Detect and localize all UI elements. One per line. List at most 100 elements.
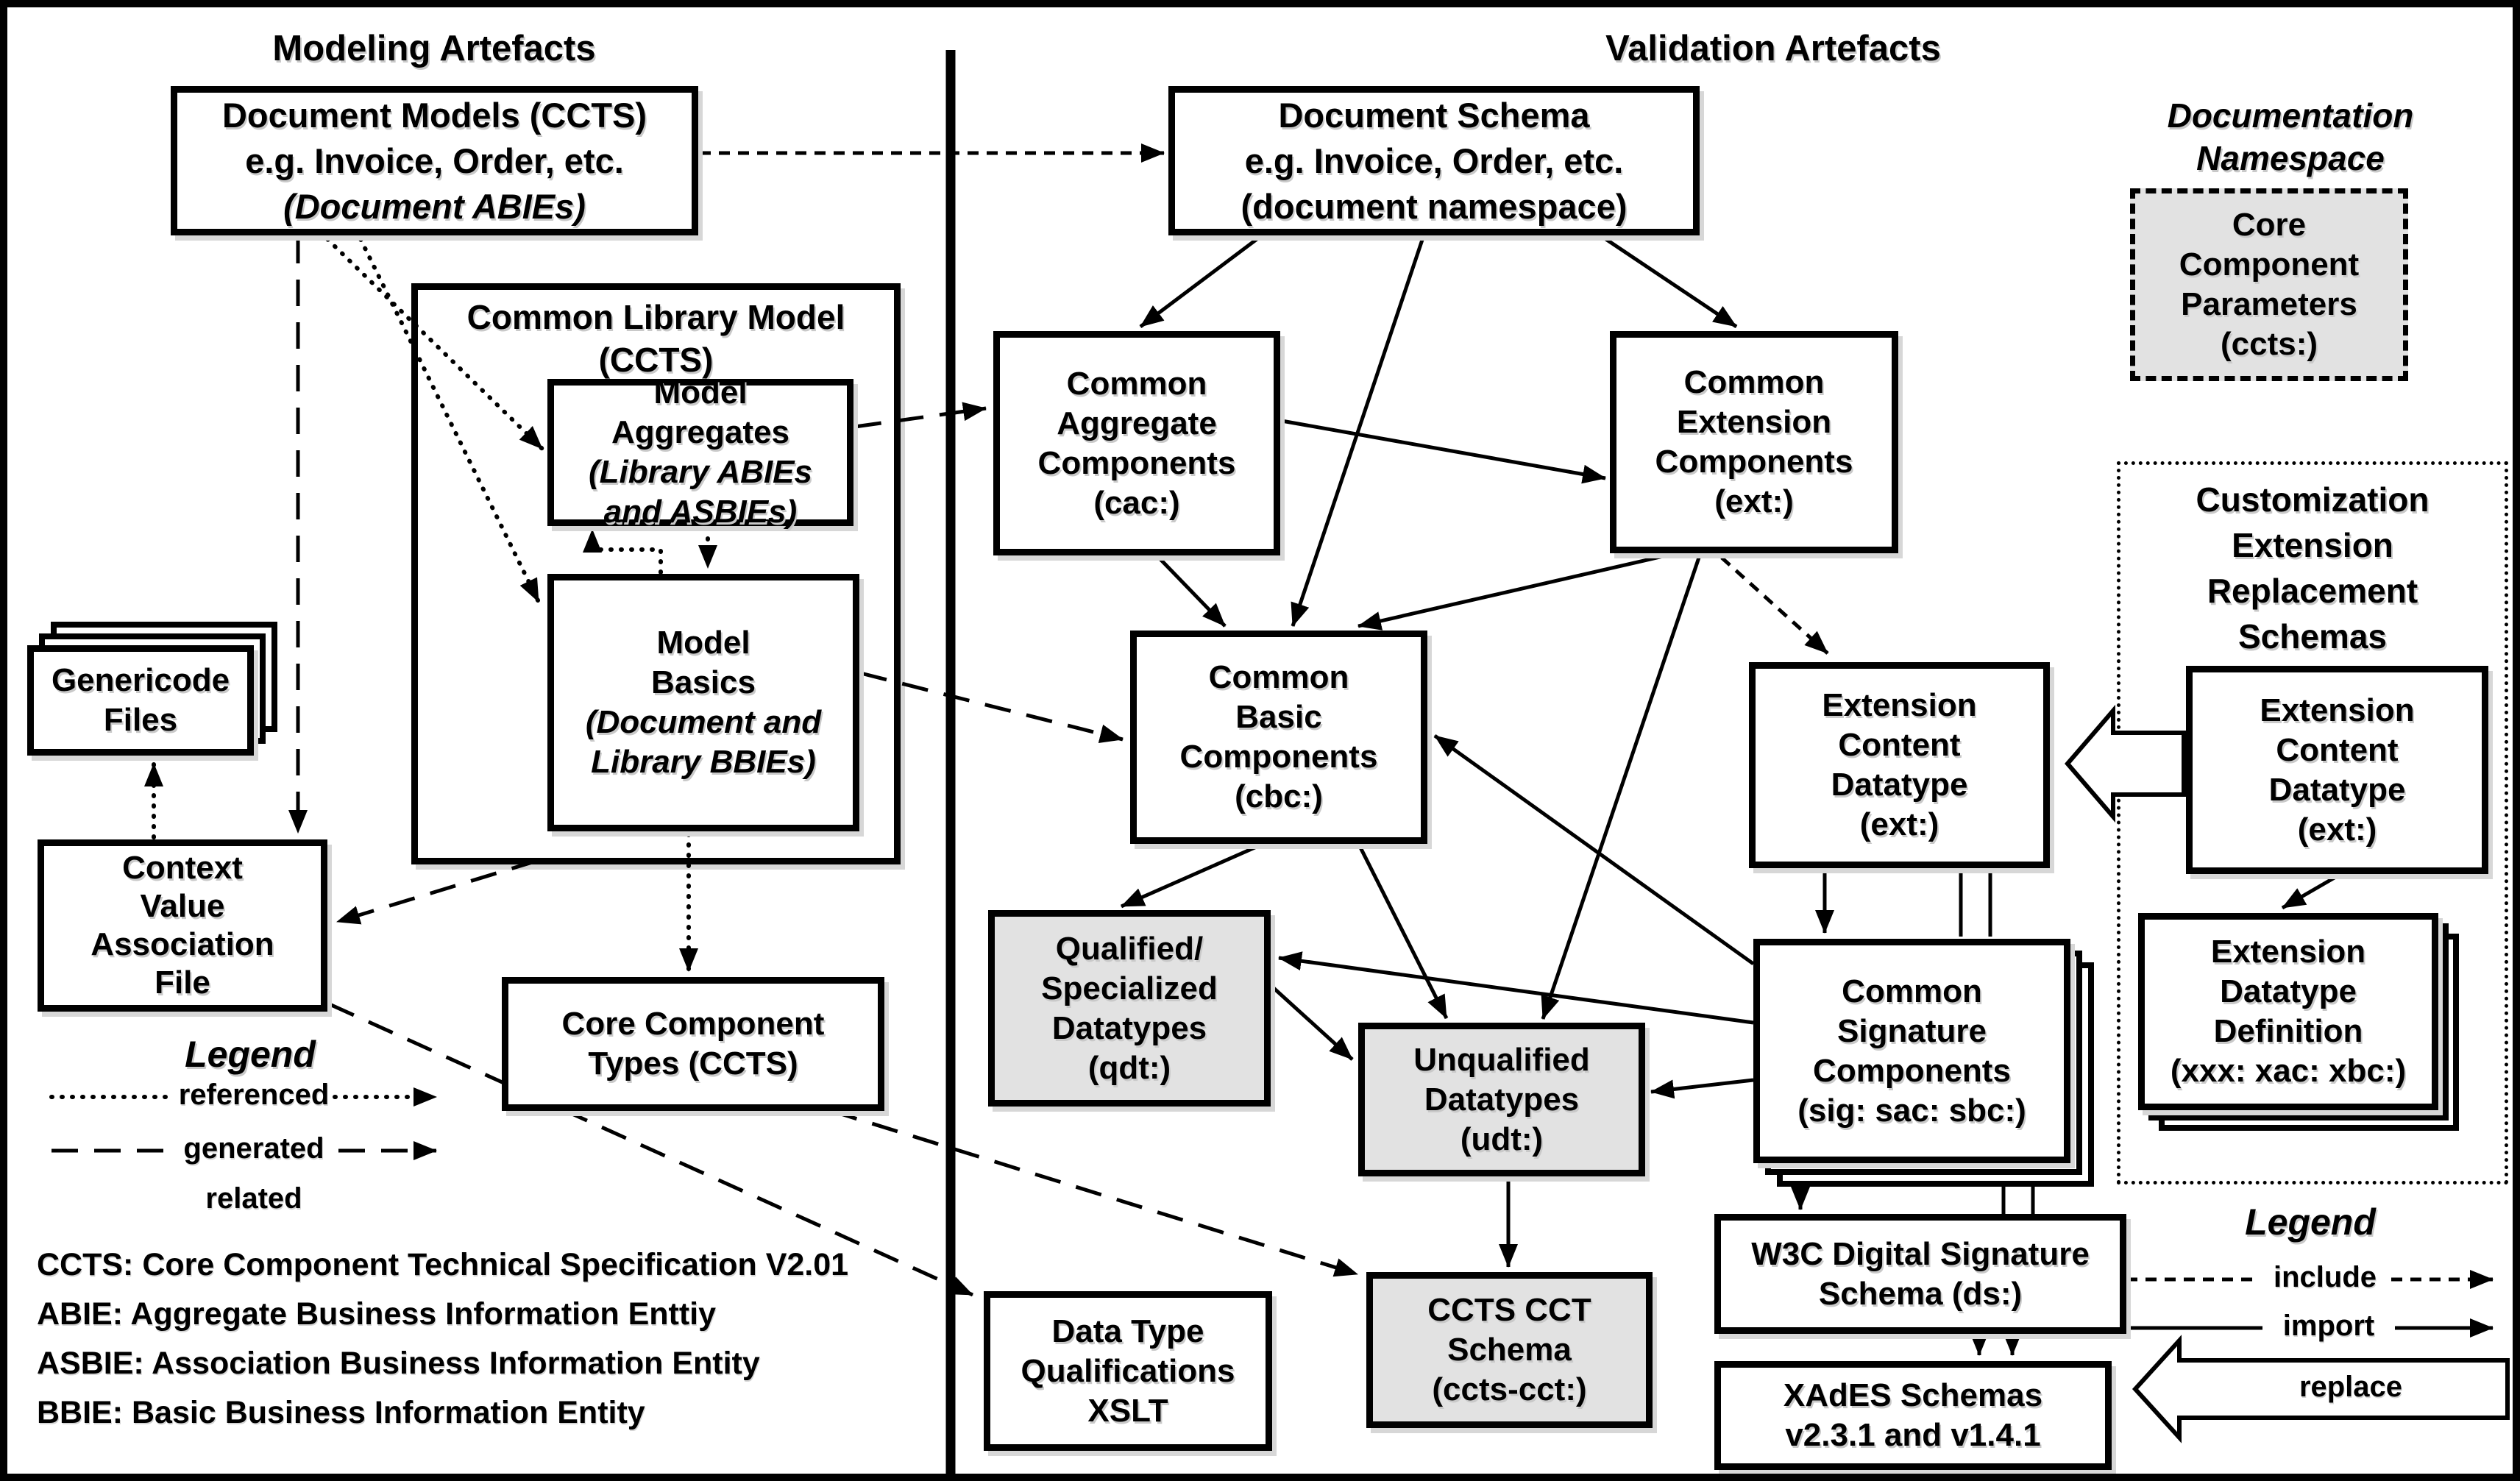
cbc-line2: Basic [1235, 699, 1322, 735]
model-basics-line3: (Document and [585, 704, 822, 740]
genericode-line1: Genericode [51, 662, 230, 698]
ecdright-line4: (ext:) [2297, 811, 2377, 848]
ecdleft-line2: Content [1838, 727, 1961, 763]
w3c-line1: W3C Digital Signature [1751, 1235, 2090, 1272]
cct-line1: Core Component [561, 1006, 825, 1042]
clm-title-line2: (CCTS) [598, 341, 714, 379]
csc-line3: Components [1813, 1052, 2011, 1089]
glossary-bbie: BBIE: Basic Business Information Entity [37, 1395, 645, 1430]
ext-line4: (ext:) [1714, 483, 1794, 519]
model-aggregates-box: Model Aggregates (Library ABIEs and ASBI… [547, 374, 853, 530]
csc-line2: Signature [1837, 1012, 1987, 1049]
glossary-abie: ABIE: Aggregate Business Information Ent… [37, 1296, 717, 1332]
legend-generated-label: generated [183, 1132, 324, 1165]
document-schema-box: Document Schema e.g. Invoice, Order, etc… [1168, 86, 1700, 235]
custom-title-line1: Customization [2196, 480, 2430, 519]
ext-line1: Common [1683, 364, 1825, 400]
csc-line1: Common [1842, 973, 1982, 1009]
xades-line1: XAdES Schemas [1783, 1377, 2043, 1413]
udt-line2: Datatypes [1424, 1081, 1580, 1118]
custom-title-line3: Replacement [2207, 572, 2418, 610]
edd-line2: Datatype [2220, 973, 2357, 1009]
ecdleft-line1: Extension [1822, 687, 1977, 723]
genericode-line2: Files [103, 702, 178, 738]
cva-line4: File [155, 965, 210, 1001]
legend-replace-label: replace [2299, 1371, 2403, 1403]
ext-line2: Extension [1676, 404, 1832, 440]
model-basics-line1: Model [656, 625, 750, 661]
cct-line2: Types (CCTS) [588, 1045, 798, 1082]
common-signature-components-box: Common Signature Components (sig: sac: s… [1753, 939, 2070, 1163]
cbc-line3: Components [1179, 739, 1378, 775]
dtq-line2: Qualifications [1021, 1352, 1235, 1389]
model-aggregates-line3: (Library ABIEs [588, 454, 812, 490]
ecdleft-line4: (ext:) [1859, 806, 1939, 842]
legend-include-label: include [2273, 1261, 2377, 1293]
context-value-association-box: Context Value Association File [38, 839, 327, 1012]
legend-referenced-label: referenced [178, 1079, 330, 1111]
clm-title-line1: Common Library Model [466, 298, 845, 336]
glossary-asbie: ASBIE: Association Business Information … [37, 1346, 760, 1381]
legend-related-label: related [205, 1182, 302, 1215]
qdt-line2: Specialized [1041, 970, 1218, 1006]
model-aggregates-line2: Aggregates [611, 414, 790, 450]
model-aggregates-line4: and ASBIEs) [603, 494, 798, 530]
cbc-line4: (cbc:) [1235, 778, 1323, 814]
cac-line4: (cac:) [1093, 484, 1180, 521]
qualified-datatypes-box: Qualified/ Specialized Datatypes (qdt:) [988, 910, 1271, 1107]
document-schema-line2: e.g. Invoice, Order, etc. [1244, 141, 1624, 180]
edd-line4: (xxx: xac: xbc:) [2170, 1053, 2407, 1089]
cva-line1: Context [122, 850, 243, 886]
documentation-namespace-line1: Documentation [2167, 96, 2414, 135]
cva-line3: Association [90, 926, 274, 962]
documentation-namespace-heading: Documentation Namespace [2106, 94, 2474, 180]
validation-artefacts-title: Validation Artefacts [1605, 29, 1941, 68]
edd-line1: Extension [2210, 934, 2366, 970]
ecdleft-line3: Datatype [1831, 767, 1968, 803]
legend-right-title: Legend [2245, 1201, 2376, 1243]
legend-import-label: import [2282, 1310, 2375, 1342]
edd-line3: Definition [2213, 1013, 2363, 1049]
xades-line2: v2.3.1 and v1.4.1 [1785, 1417, 2041, 1453]
glossary-ccts: CCTS: Core Component Technical Specifica… [37, 1247, 849, 1282]
cctscct-line2: Schema [1447, 1332, 1572, 1368]
qdt-line3: Datatypes [1051, 1009, 1207, 1046]
document-schema-line3: (document namespace) [1241, 186, 1628, 226]
qdt-line4: (qdt:) [1087, 1049, 1171, 1086]
genericode-files-box: Genericode Files [27, 645, 254, 756]
cctsparams-line1: Core [2232, 207, 2307, 243]
csc-line4: (sig: sac: sbc:) [1797, 1092, 2026, 1129]
core-component-types-box: Core Component Types (CCTS) [502, 977, 884, 1111]
foreground-layer: Modeling Artefacts Validation Artefacts … [7, 7, 2513, 1474]
cctsparams-line2: Component [2179, 246, 2360, 283]
cctsparams-line4: (ccts:) [2220, 326, 2318, 362]
document-schema-line1: Document Schema [1278, 95, 1590, 135]
glossary-block: CCTS: Core Component Technical Specifica… [37, 1240, 848, 1438]
cac-line3: Components [1037, 444, 1236, 481]
w3c-line2: Schema (ds:) [1818, 1275, 2023, 1312]
ecdright-line2: Content [2276, 731, 2399, 768]
cctsparams-line3: Parameters [2181, 286, 2357, 322]
model-basics-line4: Library BBIEs) [591, 744, 816, 780]
cva-line2: Value [140, 888, 225, 924]
document-models-line1: Document Models (CCTS) [221, 95, 647, 135]
cac-line2: Aggregate [1057, 405, 1217, 441]
custom-title-line4: Schemas [2237, 617, 2387, 656]
document-models-box: Document Models (CCTS) e.g. Invoice, Ord… [171, 86, 698, 235]
xades-schemas-box: XAdES Schemas v2.3.1 and v1.4.1 [1714, 1361, 2112, 1470]
common-basic-components-box: Common Basic Components (cbc:) [1130, 631, 1427, 844]
model-basics-box: Model Basics (Document and Library BBIEs… [547, 574, 859, 831]
cctscct-line3: (ccts-cct:) [1432, 1371, 1587, 1407]
core-component-parameters-box: Core Component Parameters (ccts:) [2130, 188, 2408, 381]
data-type-qualifications-box: Data Type Qualifications XSLT [984, 1291, 1272, 1451]
extension-datatype-definition-box: Extension Datatype Definition (xxx: xac:… [2138, 913, 2438, 1110]
document-models-line2: e.g. Invoice, Order, etc. [245, 141, 624, 180]
cbc-line1: Common [1208, 659, 1349, 695]
udt-line3: (udt:) [1460, 1120, 1544, 1157]
ccts-cct-schema-box: CCTS CCT Schema (ccts-cct:) [1366, 1272, 1653, 1428]
custom-title-line2: Extension [2232, 526, 2393, 564]
extension-content-datatype-left-box: Extension Content Datatype (ext:) [1749, 662, 2050, 868]
ecdright-line1: Extension [2260, 692, 2415, 728]
ext-line3: Components [1655, 444, 1853, 480]
